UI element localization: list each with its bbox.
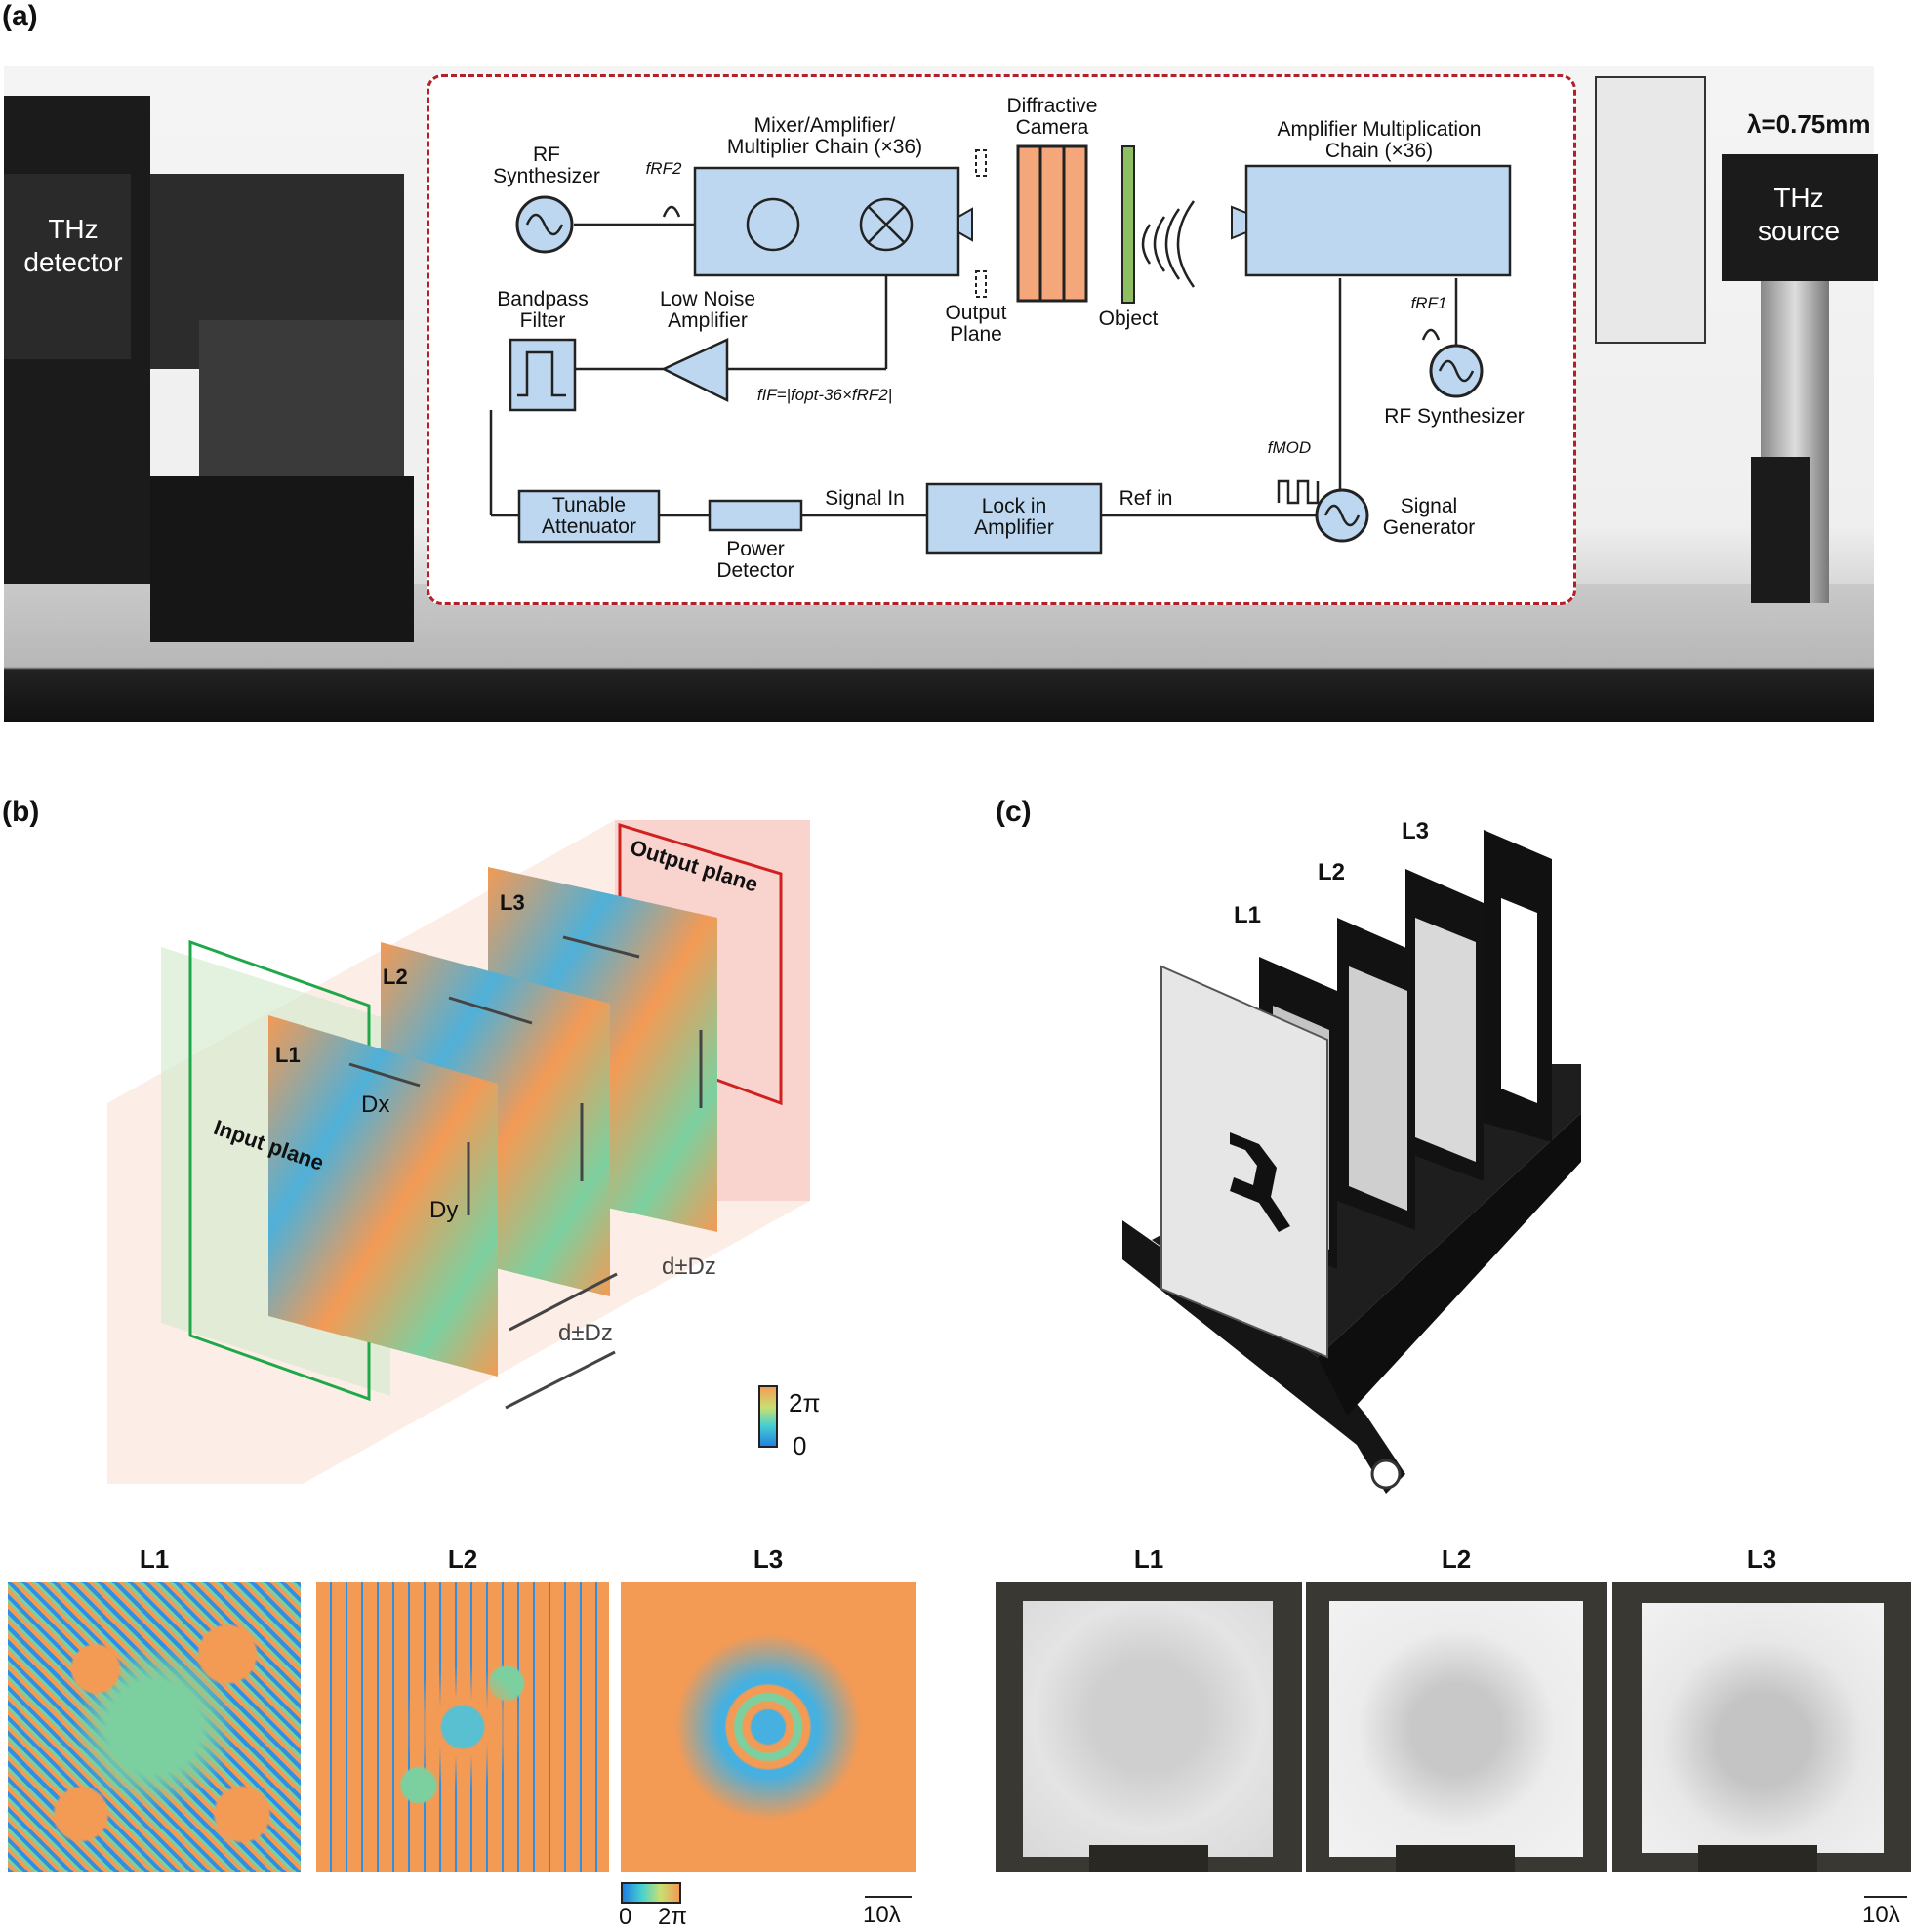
amp-mult-chain-box — [1244, 164, 1512, 277]
fab-title-l3: L3 — [1746, 1544, 1777, 1574]
panel-c-photo — [1122, 830, 1581, 1494]
rf-synth-left-label: RF Synthesizer — [493, 144, 600, 187]
scale-bar-right — [1864, 1896, 1907, 1898]
f-rf1-label: fRF1 — [1410, 294, 1447, 312]
source-housing — [1722, 154, 1878, 281]
ref-in-label: Ref in — [1119, 487, 1173, 510]
stage-block — [150, 476, 414, 642]
fab-title-l1: L1 — [1133, 1544, 1164, 1574]
lna-icon — [661, 338, 729, 403]
dz-label-1: d±Dz — [558, 1320, 613, 1346]
panel-a-label: (a) — [2, 0, 38, 32]
l3-label-b: L3 — [500, 890, 525, 915]
stage-jack — [199, 320, 404, 476]
bandpass-filter-icon — [509, 338, 577, 412]
source-mount-plate — [1595, 76, 1706, 344]
bottom-colorbar-min: 0 — [619, 1904, 632, 1930]
colorbar-min-b: 0 — [793, 1431, 807, 1460]
phase-map-l2 — [316, 1582, 609, 1872]
l3-label-c: L3 — [1402, 818, 1430, 844]
object-icon — [1121, 145, 1135, 304]
panel-b-diagram — [107, 820, 810, 1484]
scale-label-right: 10λ — [1862, 1902, 1900, 1928]
phase-title-l3: L3 — [753, 1544, 784, 1574]
l2-label-b: L2 — [383, 965, 408, 989]
panel-b-label: (b) — [2, 796, 40, 828]
phase-title-l2: L2 — [447, 1544, 478, 1574]
thz-detector-label: THz detector — [23, 214, 123, 277]
diffractive-camera-label: Diffractive Camera — [1006, 95, 1098, 139]
f-mod-label: fMOD — [1267, 438, 1312, 457]
bottom-colorbar — [621, 1882, 681, 1904]
input-plane-frame — [188, 939, 371, 1402]
power-detector-label: Power Detector — [716, 538, 794, 582]
lna-label: Low Noise Amplifier — [659, 288, 756, 332]
dz-label-2: d±Dz — [662, 1254, 716, 1280]
bottom-colorbar-max: 2π — [658, 1904, 687, 1930]
scale-bar-left — [865, 1896, 912, 1898]
phase-map-l3 — [621, 1582, 916, 1872]
phase-colorbar — [758, 1385, 778, 1448]
fab-photo-l3 — [1612, 1582, 1911, 1872]
diffractive-camera-icon — [1016, 144, 1088, 303]
mixer-chain-label: Mixer/Amplifier/ Multiplier Chain (×36) — [726, 114, 923, 158]
bandpass-label: Bandpass Filter — [497, 288, 589, 332]
dy-label: Dy — [429, 1197, 459, 1223]
power-detector-box — [708, 499, 803, 532]
l1-label-b: L1 — [275, 1043, 301, 1067]
amp-mult-chain-label: Amplifier Multiplication Chain (×36) — [1277, 118, 1482, 162]
post-base — [1751, 457, 1810, 603]
tunable-attenuator-label: Tunable Attenuator — [542, 494, 636, 538]
l1-label-c: L1 — [1234, 902, 1262, 928]
fab-title-l2: L2 — [1441, 1544, 1472, 1574]
dx-label: Dx — [361, 1091, 390, 1118]
layer-l1 — [268, 1015, 498, 1377]
f-if-label: fIF=|fopt-36×fRF2| — [756, 386, 893, 404]
lock-in-amplifier-box — [925, 482, 1103, 555]
lock-in-label: Lock in Amplifier — [974, 495, 1054, 539]
mixer-chain-box — [693, 166, 960, 277]
signal-in-label: Signal In — [825, 487, 905, 510]
colorbar-max-b: 2π — [789, 1388, 821, 1418]
schematic-wires — [489, 144, 1512, 555]
detector-label-box — [4, 174, 131, 359]
panel-c-label: (c) — [996, 796, 1032, 828]
f-rf2-label: fRF2 — [645, 159, 682, 178]
wavelength-label: λ=0.75mm — [1747, 109, 1871, 139]
thz-source-label: THz source — [1757, 183, 1841, 246]
signal-generator-label: Signal Generator — [1382, 495, 1476, 539]
output-plane-label: Output Plane — [945, 302, 1007, 346]
phase-title-l1: L1 — [139, 1544, 170, 1574]
l2-label-c: L2 — [1318, 859, 1346, 885]
rf-synth-right-label: RF Synthesizer — [1384, 405, 1525, 428]
scale-label-left: 10λ — [863, 1902, 901, 1928]
object-label: Object — [1098, 308, 1159, 330]
fab-photo-l1 — [996, 1582, 1302, 1872]
fab-photo-l2 — [1306, 1582, 1607, 1872]
phase-map-l1 — [8, 1582, 301, 1872]
tunable-attenuator-box — [517, 489, 661, 544]
